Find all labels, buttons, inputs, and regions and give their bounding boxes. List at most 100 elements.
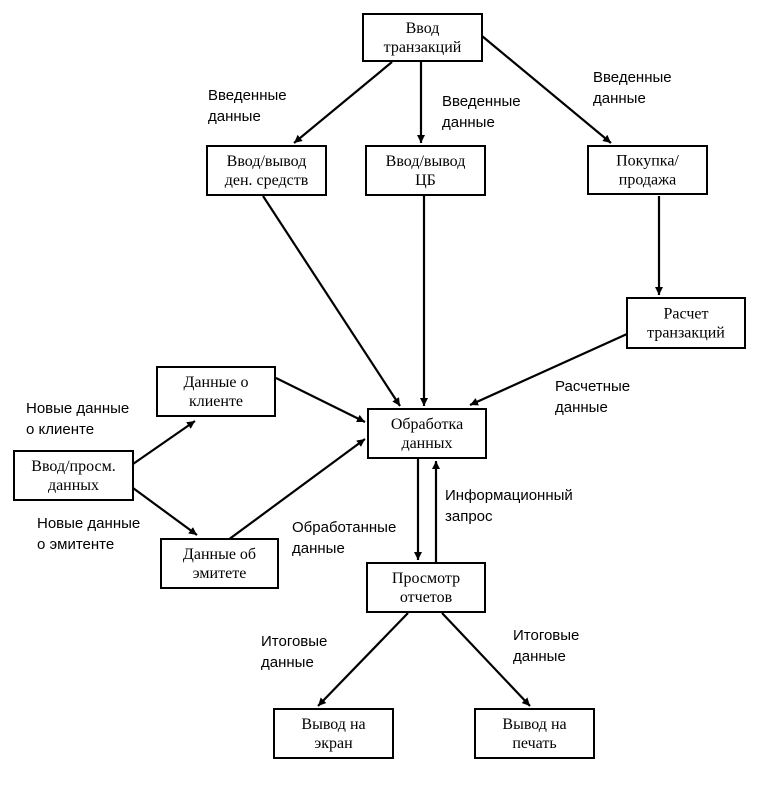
node-label-line: данных <box>401 435 452 452</box>
arrow-reports-to-print_out <box>441 612 531 707</box>
node-label-line: клиенте <box>189 393 243 410</box>
node-label: Данные об эмитете <box>183 546 256 582</box>
node-label-line: Ввод/просм. <box>31 458 115 475</box>
edge-label-line: Новые данные <box>37 515 140 532</box>
node-label-line: данных <box>48 477 99 494</box>
node-box <box>367 408 487 459</box>
arrow-data_io-to-client_data <box>132 420 196 465</box>
node-box <box>362 13 483 62</box>
node-screen-out: Вывод на экран <box>273 708 394 759</box>
edge-label: Обработанные данные <box>292 519 396 557</box>
edge-label: Новые данные о клиенте <box>26 400 129 438</box>
node-label-line: Данные об <box>183 546 256 563</box>
edge-label-line: Информационный <box>445 487 573 504</box>
node-label-line: отчетов <box>400 589 453 606</box>
node-label-line: Обработка <box>391 416 463 433</box>
node-money-io: Ввод/вывод ден. средств <box>206 145 327 196</box>
node-label: Вывод на печать <box>502 716 566 752</box>
edge-label-line: Обработанные <box>292 519 396 536</box>
edge-label-line: Введенные <box>593 69 672 86</box>
node-label: Данные о клиенте <box>184 374 249 410</box>
node-label-line: Данные о <box>184 374 249 391</box>
node-box <box>206 145 327 196</box>
node-label: Просмотр отчетов <box>392 570 460 606</box>
node-label-line: Просмотр <box>392 570 460 587</box>
edge-label: Новые данные о эмитенте <box>37 515 140 553</box>
node-processing: Обработка данных <box>367 408 487 459</box>
node-box <box>273 708 394 759</box>
node-label: Ввод транзакций <box>384 20 462 56</box>
node-buy-sell: Покупка/продажа <box>587 145 708 195</box>
node-box <box>13 450 134 501</box>
node-label: Ввод/вывод ден. средств <box>225 153 309 189</box>
arrow-input_tx-to-buy_sell <box>481 35 612 144</box>
edge-label-line: данные <box>555 399 608 416</box>
node-label-line: печать <box>512 735 556 752</box>
edge-label-line: Введенные <box>208 87 287 104</box>
edge-label-line: Расчетные <box>555 378 630 395</box>
node-label: Вывод на экран <box>301 716 365 752</box>
edge-label: Итоговые данные <box>261 633 327 671</box>
node-input-tx: Ввод транзакций <box>362 13 483 62</box>
node-issuer-data: Данные об эмитете <box>160 538 279 589</box>
edge-label: Введенные данные <box>593 69 672 107</box>
arrow-client_data-to-processing <box>275 377 366 423</box>
edge-label-line: Итоговые <box>513 627 579 644</box>
node-label-line: Вывод на <box>301 716 365 733</box>
node-data-io: Ввод/просм. данных <box>13 450 134 501</box>
node-label: Покупка/продажа <box>616 153 679 189</box>
edge-label-line: данные <box>261 654 314 671</box>
edge-label: Введенные данные <box>208 87 287 125</box>
node-label: Ввод/просм. данных <box>31 458 115 494</box>
node-label-line: продажа <box>619 172 677 189</box>
node-box <box>474 708 595 759</box>
node-box <box>156 366 276 417</box>
node-box <box>626 297 746 349</box>
edge-label: Расчетные данные <box>555 378 630 416</box>
node-tx-calc: Расчет транзакций <box>626 297 746 349</box>
edge-label: Информационный запрос <box>445 487 573 525</box>
node-client-data: Данные о клиенте <box>156 366 276 417</box>
node-label: Обработка данных <box>391 416 463 452</box>
node-reports: Просмотр отчетов <box>366 562 486 613</box>
edge-label-line: данные <box>442 114 495 131</box>
node-label-line: Ввод/вывод <box>386 153 466 170</box>
node-label-line: ЦБ <box>415 172 436 189</box>
edge-label-line: запрос <box>445 508 493 525</box>
node-label-line: ден. средств <box>225 172 309 189</box>
edge-label-line: Итоговые <box>261 633 327 650</box>
node-print-out: Вывод на печать <box>474 708 595 759</box>
node-label-line: Ввод <box>406 20 440 37</box>
edge-label-line: данные <box>292 540 345 557</box>
edge-label-line: Новые данные <box>26 400 129 417</box>
arrow-money_io-to-processing <box>262 195 401 407</box>
arrow-input_tx-to-money_io <box>293 61 393 144</box>
edge-label-line: о эмитенте <box>37 536 114 553</box>
edges-layer <box>132 35 663 707</box>
node-box <box>366 562 486 613</box>
node-label-line: транзакций <box>647 325 725 342</box>
node-label-line: Ввод/вывод <box>227 153 307 170</box>
node-label-line: Покупка/ <box>616 153 679 170</box>
arrow-issuer_data-to-processing <box>227 438 366 541</box>
node-label-line: экран <box>314 735 353 752</box>
node-label-line: Расчет <box>664 306 709 323</box>
node-box <box>365 145 486 196</box>
node-label-line: транзакций <box>384 39 462 56</box>
edge-label-line: о клиенте <box>26 421 94 438</box>
node-box <box>587 145 708 195</box>
arrow-data_io-to-issuer_data <box>132 487 198 536</box>
edge-label-line: данные <box>208 108 261 125</box>
node-label: Расчет транзакций <box>647 306 725 342</box>
edge-label-line: данные <box>593 90 646 107</box>
node-label-line: Вывод на <box>502 716 566 733</box>
node-label-line: эмитете <box>193 565 247 582</box>
arrow-tx_calc-to-processing <box>469 332 628 407</box>
